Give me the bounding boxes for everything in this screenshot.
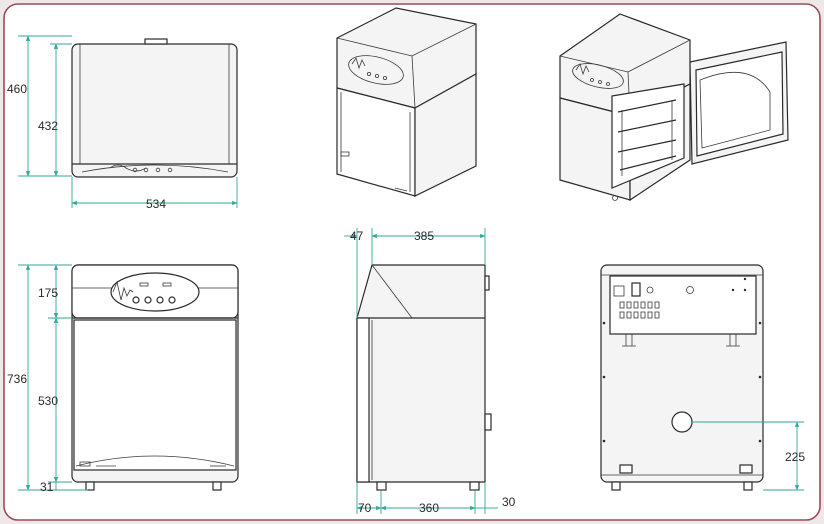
dim-label-432: 432 [38,119,58,133]
rear-view [600,264,764,491]
dim-label-530: 530 [38,394,58,408]
front-control-panel [110,272,200,312]
rear-power-inlet [613,285,625,297]
rear-view-dimensions: 225 [692,421,805,491]
side-foot-rear [469,481,480,491]
rear-access-port [671,411,693,433]
side-view [356,264,492,491]
dim-label-534: 534 [146,197,166,211]
front-button-2 [144,296,152,304]
top-view-rear-port [144,38,168,45]
side-foot-front [376,481,387,491]
front-foot-left [85,481,95,491]
dim-label-30: 30 [502,495,516,509]
side-rear-port [484,413,492,431]
dim-label-460: 460 [7,82,27,96]
side-door-edge [356,317,370,483]
rear-gas-inlet [686,286,694,294]
rear-bracket-left [622,334,636,347]
front-view [71,264,239,491]
dim-label-360: 360 [419,501,439,515]
iso-control-panel [348,55,404,85]
rear-vent-grille [619,301,660,319]
dim-label-70: 70 [358,501,372,515]
rear-power-switch [631,282,641,297]
iso-shelves [617,99,677,171]
rear-bracket-right [726,334,740,347]
top-view-outline [71,43,238,178]
front-door [73,319,237,471]
rear-foot-right [743,481,753,491]
dim-label-225: 225 [785,450,805,464]
front-button-3 [156,296,164,304]
dim-label-31: 31 [40,480,54,494]
dim-label-47: 47 [350,229,364,243]
top-view [71,38,238,178]
dim-label-736: 736 [7,372,27,386]
front-button-4 [168,296,176,304]
isometric-view-open [559,13,789,202]
isometric-view-closed [336,7,477,197]
iso-open-control-panel [572,63,624,89]
front-foot-right [212,481,222,491]
dim-label-385: 385 [414,229,434,243]
top-view-control-panel [109,164,147,172]
dim-label-175: 175 [38,286,58,300]
top-view-dimensions: 460 432 534 [7,35,238,211]
side-view-outline [356,264,486,483]
rear-foot-left [611,481,621,491]
side-view-dimensions: 47 385 70 360 30 [344,228,516,515]
front-button-1 [132,296,140,304]
front-panel-wave-logo [112,280,134,301]
front-view-dimensions: 736 175 530 31 [7,264,88,494]
